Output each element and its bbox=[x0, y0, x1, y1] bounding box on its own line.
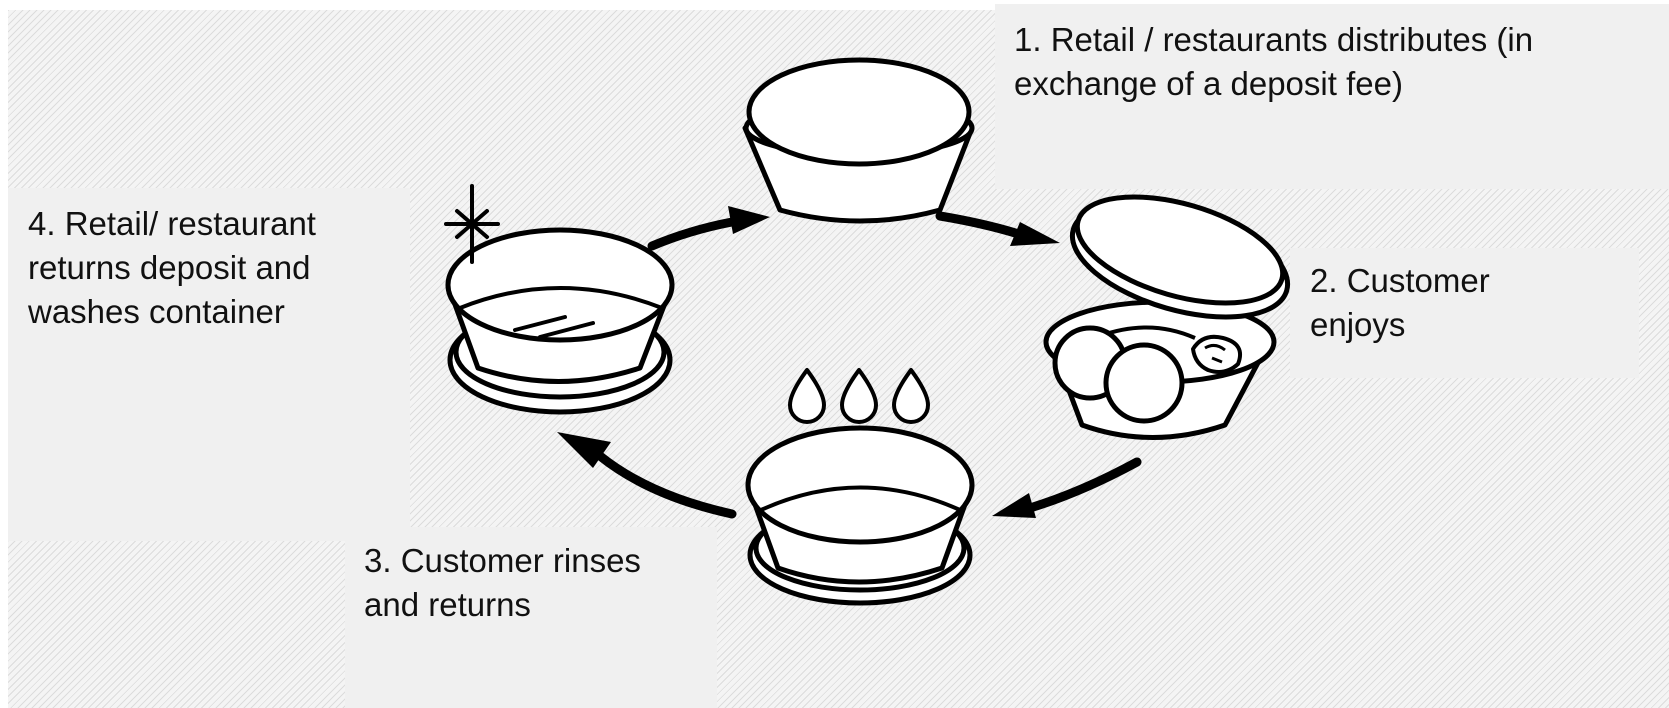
clean-container-icon bbox=[445, 227, 675, 415]
arrow-3-to-4 bbox=[557, 432, 737, 519]
rinse-container-icon bbox=[745, 425, 975, 606]
step-4-line-1: 4. Retail/ restaurant bbox=[28, 205, 316, 242]
step-3-label: 3. Customer rinses and returns bbox=[345, 527, 717, 708]
closed-container-icon bbox=[742, 57, 975, 224]
step-1-label: 1. Retail / restaurants distributes (in … bbox=[995, 4, 1669, 189]
water-drops-icon bbox=[788, 368, 930, 424]
sparkle-icon bbox=[444, 184, 500, 264]
step-2-line-2: enjoys bbox=[1310, 306, 1406, 343]
step-2-label: 2. Customer enjoys bbox=[1290, 248, 1639, 378]
step-4-line-3: washes container bbox=[28, 293, 285, 330]
step-1-line-2: exchange of a deposit fee) bbox=[1014, 65, 1403, 102]
step-1-line-1: 1. Retail / restaurants distributes (in bbox=[1014, 21, 1534, 58]
step-4-label: 4. Retail/ restaurant returns deposit an… bbox=[8, 188, 410, 541]
step-3-line-2: and returns bbox=[364, 586, 531, 623]
arrow-2-to-3 bbox=[992, 457, 1142, 518]
step-2-line-1: 2. Customer bbox=[1310, 262, 1490, 299]
arrow-1-to-2 bbox=[935, 211, 1060, 246]
step-4-line-2: returns deposit and bbox=[28, 249, 311, 286]
food-container-icon bbox=[1043, 194, 1291, 440]
arrow-4-to-1 bbox=[647, 206, 770, 251]
step-3-line-1: 3. Customer rinses bbox=[364, 542, 641, 579]
